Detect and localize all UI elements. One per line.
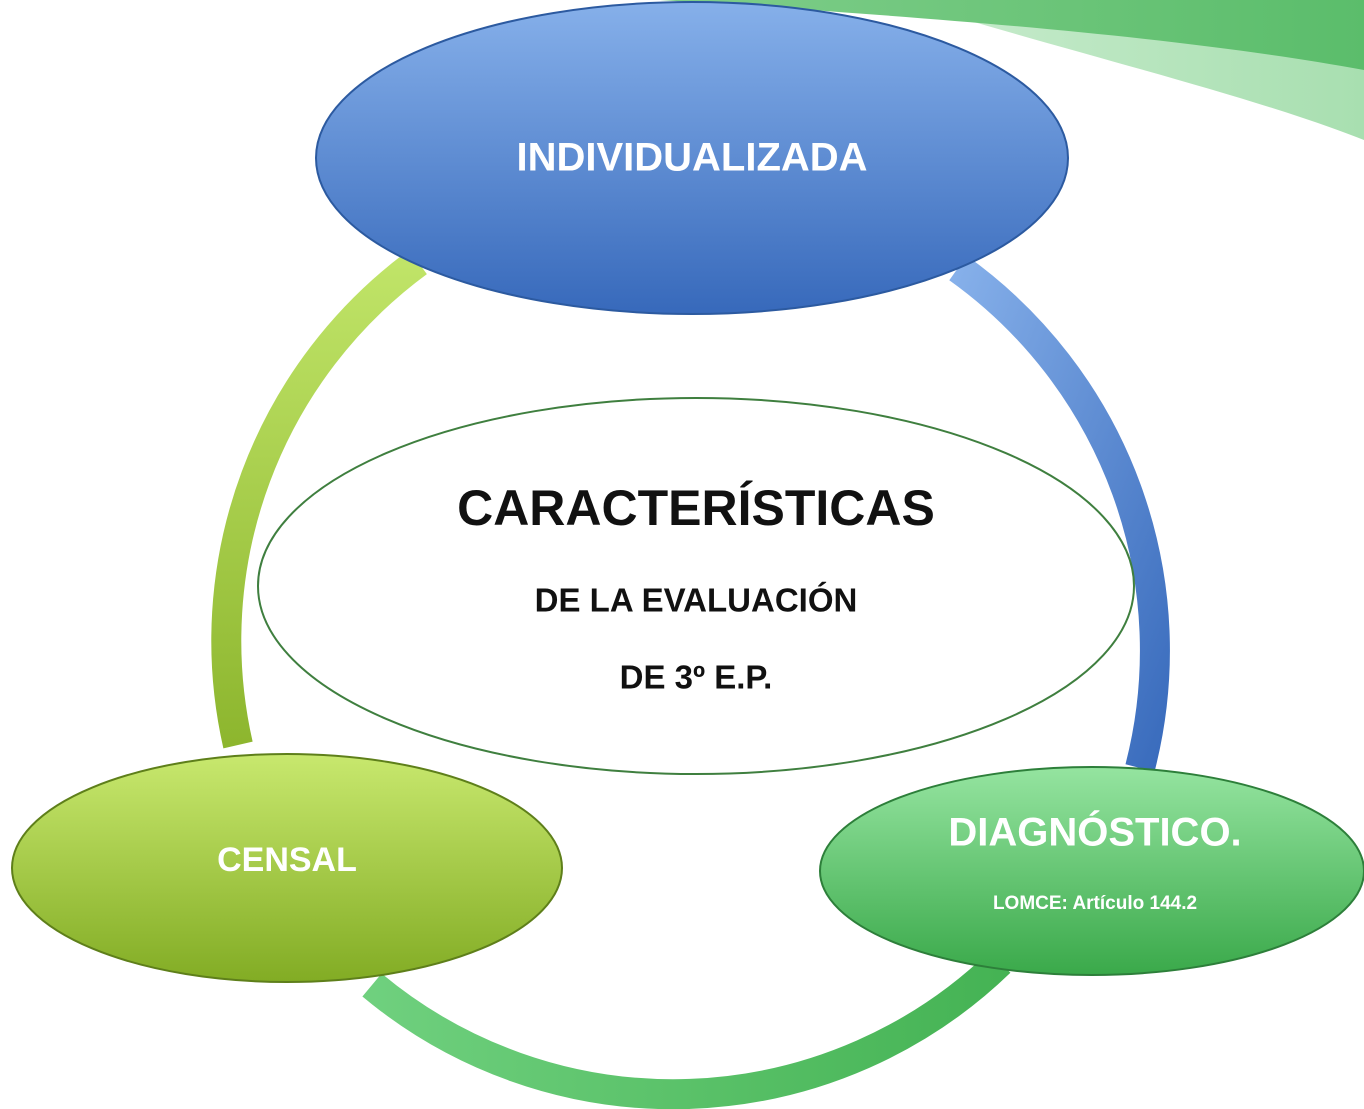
arc-top-right [949,255,1170,772]
censal-label: CENSAL [217,841,357,879]
node-diagnostico: DIAGNÓSTICO. LOMCE: Artículo 144.2 [819,766,1364,976]
individualizada-ellipse [315,1,1069,315]
censal-ellipse [11,753,563,983]
corner-swoosh-dark [660,0,1364,70]
diagnostico-sublabel: LOMCE: Artículo 144.2 [993,893,1197,914]
diagnostico-label: DIAGNÓSTICO. [948,809,1241,855]
diagnostico-ellipse [819,766,1364,976]
corner-decoration [660,0,1364,140]
center-title: CARACTERÍSTICAS [457,480,935,536]
center-line3: DE 3º E.P. [620,659,773,696]
node-censal: CENSAL [11,753,563,983]
center-node: CARACTERÍSTICAS DE LA EVALUACIÓN DE 3º E… [257,397,1135,775]
cycle-ring [211,249,1170,1109]
node-individualizada: INDIVIDUALIZADA [315,1,1069,315]
center-ellipse [257,397,1135,775]
center-line2: DE LA EVALUACIÓN [535,582,858,619]
arc-bottom [362,951,1011,1109]
arc-top-left [211,249,427,749]
individualizada-label: INDIVIDUALIZADA [516,136,867,180]
